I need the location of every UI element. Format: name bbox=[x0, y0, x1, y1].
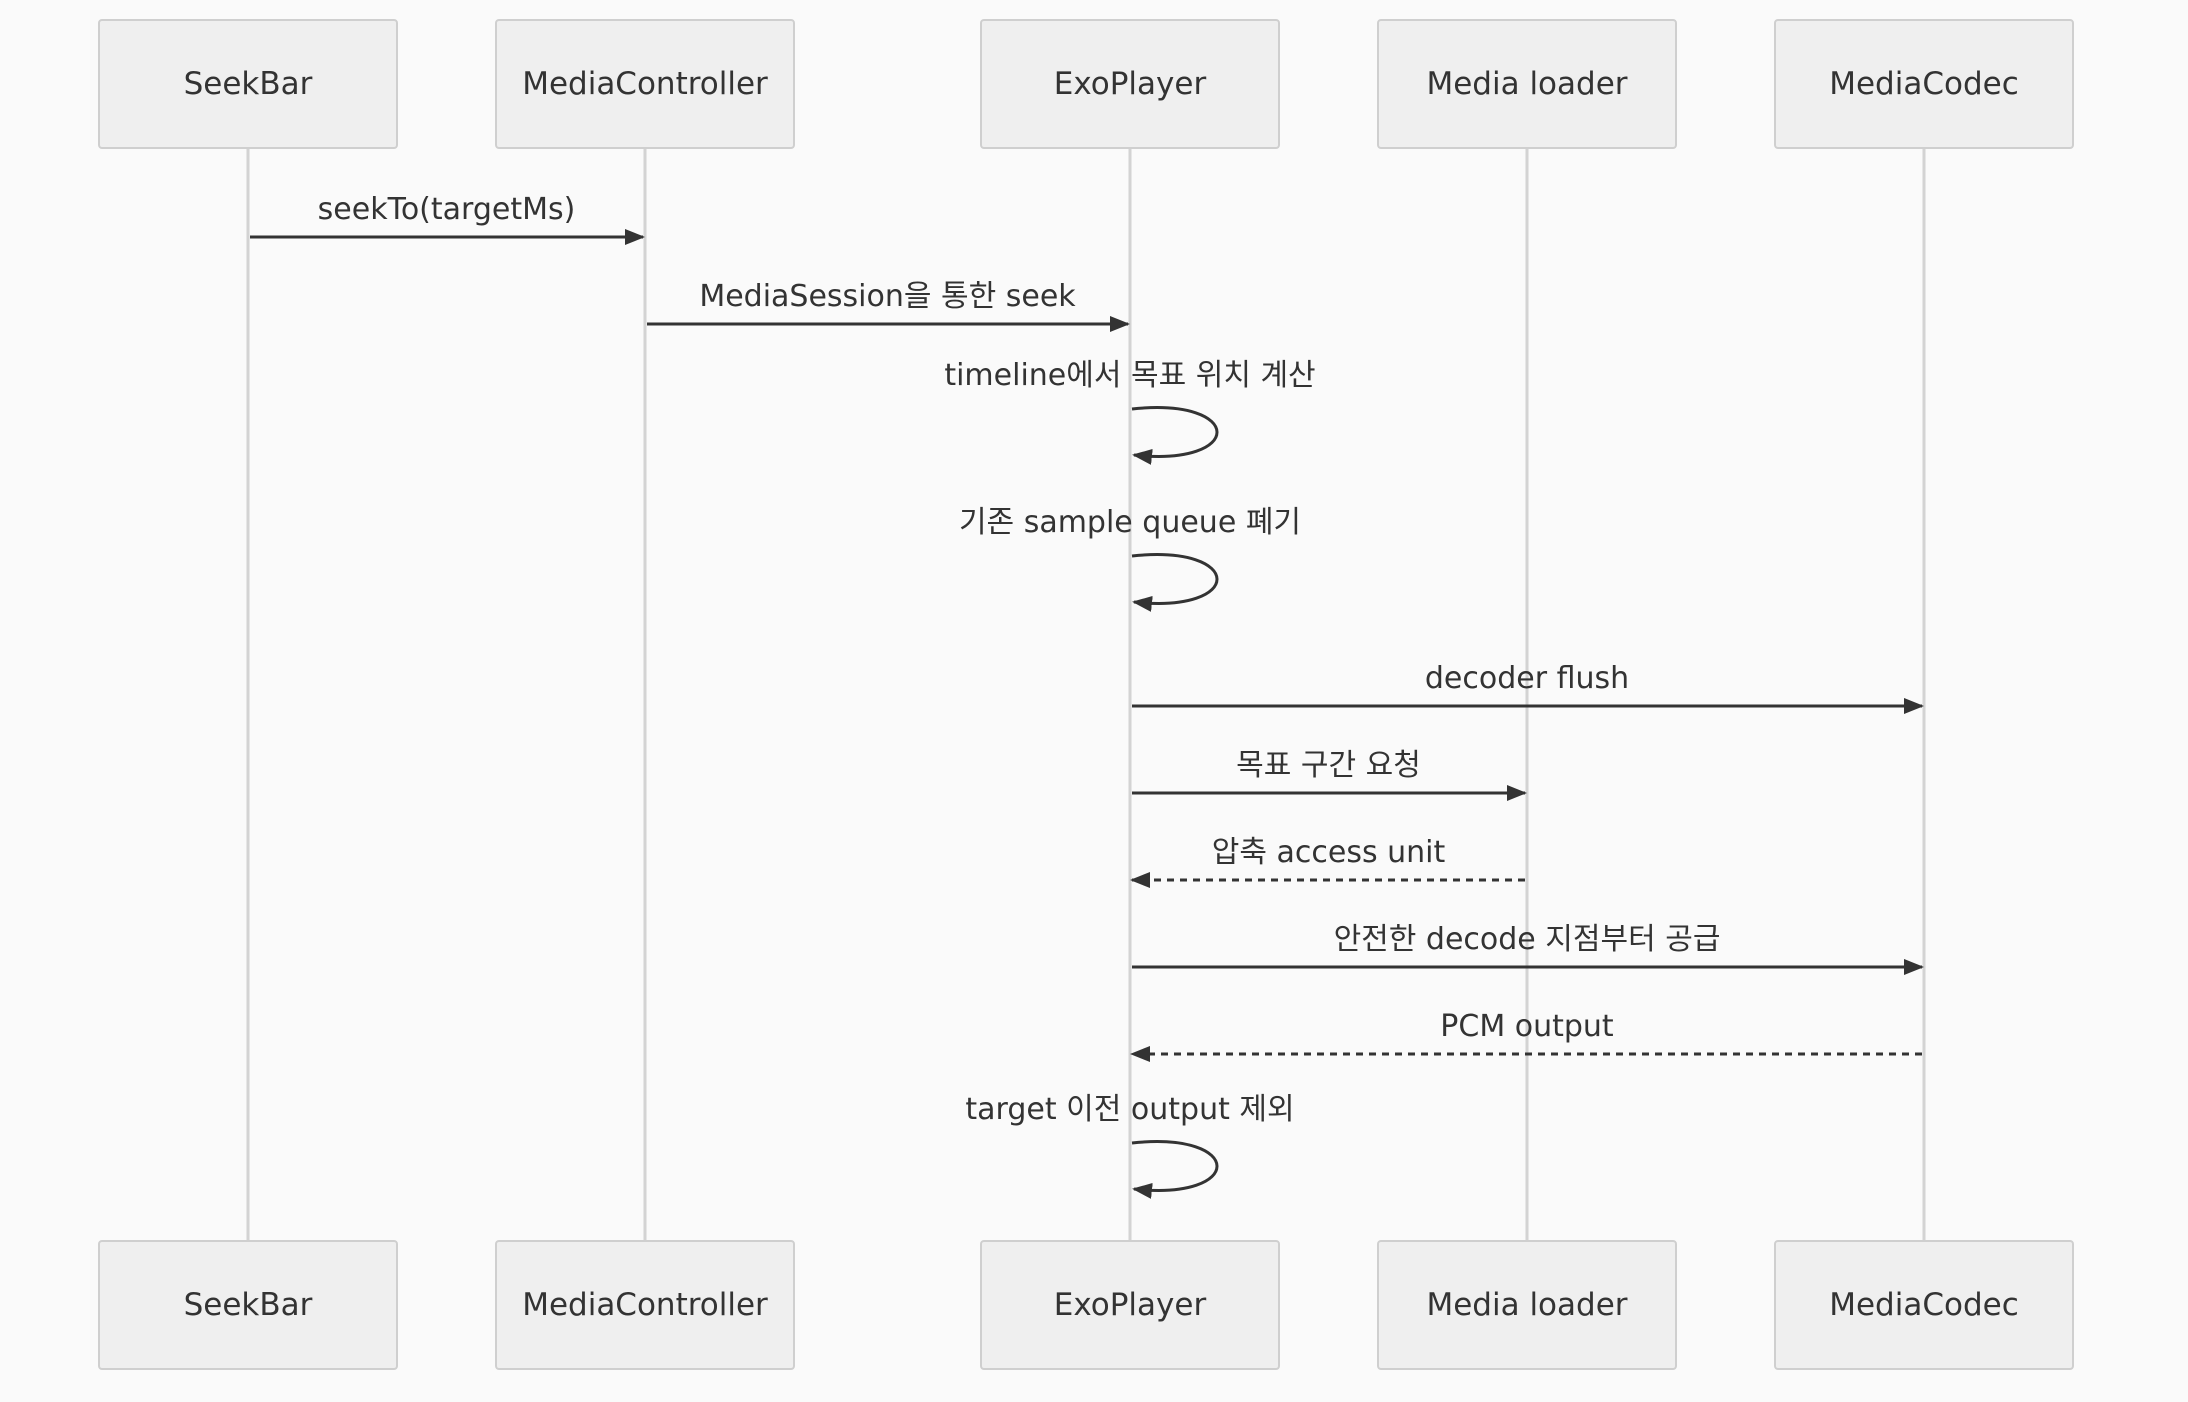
actor-seekbar-bottom: SeekBar bbox=[98, 1240, 398, 1370]
actor-label: MediaCodec bbox=[1829, 1287, 2019, 1323]
self-message-arrow bbox=[1131, 406, 1219, 465]
messages: seekTo(targetMs) MediaSession을 통한 seek tim… bbox=[250, 192, 1924, 1199]
self-message-arrow bbox=[1131, 553, 1219, 612]
actor-label: MediaController bbox=[522, 1287, 768, 1323]
message-2: MediaSession을 통한 seek bbox=[647, 279, 1130, 332]
actor-box bbox=[1377, 1240, 1677, 1370]
actor-box bbox=[495, 1240, 795, 1370]
actor-exoplayer-top: ExoPlayer bbox=[980, 19, 1280, 149]
actor-seekbar-top: SeekBar bbox=[98, 19, 398, 149]
actor-box bbox=[980, 19, 1280, 149]
message-label: target 이전 output 제외 bbox=[965, 1092, 1294, 1127]
message-4: 기존 sample queue 폐기 bbox=[959, 505, 1301, 612]
message-label: 목표 구간 요청 bbox=[1236, 748, 1421, 783]
actor-label: MediaCodec bbox=[1829, 66, 2019, 102]
message-label: decoder flush bbox=[1425, 661, 1629, 696]
actor-label: ExoPlayer bbox=[1054, 66, 1207, 102]
actor-box bbox=[1377, 19, 1677, 149]
message-5: decoder flush bbox=[1132, 661, 1924, 714]
message-label: 기존 sample queue 폐기 bbox=[959, 505, 1301, 540]
actor-label: SeekBar bbox=[184, 1287, 313, 1323]
message-3: timeline에서 목표 위치 계산 bbox=[944, 358, 1316, 465]
message-6: 목표 구간 요청 bbox=[1132, 748, 1527, 801]
message-8: 안전한 decode 지점부터 공급 bbox=[1132, 922, 1924, 975]
message-label: 안전한 decode 지점부터 공급 bbox=[1334, 922, 1721, 957]
actor-label: Media loader bbox=[1426, 66, 1627, 102]
message-9: PCM output bbox=[1130, 1009, 1922, 1062]
actors-top: SeekBar MediaController ExoPlayer Media loa… bbox=[98, 19, 2074, 149]
actor-box bbox=[98, 19, 398, 149]
actors-bottom: SeekBar MediaController ExoPlayer Media loa… bbox=[98, 1240, 2074, 1370]
message-label: MediaSession을 통한 seek bbox=[699, 279, 1076, 314]
actor-controller-bottom: MediaController bbox=[495, 1240, 795, 1370]
actor-label: Media loader bbox=[1426, 1287, 1627, 1323]
message-10: target 이전 output 제외 bbox=[965, 1092, 1295, 1199]
actor-box bbox=[495, 19, 795, 149]
actor-box bbox=[1774, 19, 2074, 149]
actor-exoplayer-bottom: ExoPlayer bbox=[980, 1240, 1280, 1370]
actor-box bbox=[1774, 1240, 2074, 1370]
message-1: seekTo(targetMs) bbox=[250, 192, 645, 245]
actor-label: ExoPlayer bbox=[1054, 1287, 1207, 1323]
actor-codec-bottom: MediaCodec bbox=[1774, 1240, 2074, 1370]
lifelines bbox=[246, 148, 1926, 1241]
actor-label: SeekBar bbox=[184, 66, 313, 102]
actor-box bbox=[98, 1240, 398, 1370]
actor-loader-top: Media loader bbox=[1377, 19, 1677, 149]
message-label: PCM output bbox=[1440, 1009, 1614, 1044]
actor-loader-bottom: Media loader bbox=[1377, 1240, 1677, 1370]
self-message-arrow bbox=[1131, 1140, 1219, 1199]
actor-controller-top: MediaController bbox=[495, 19, 795, 149]
actor-codec-top: MediaCodec bbox=[1774, 19, 2074, 149]
message-label: 압축 access unit bbox=[1212, 835, 1446, 870]
message-label: seekTo(targetMs) bbox=[318, 192, 576, 227]
actor-label: MediaController bbox=[522, 66, 768, 102]
message-7: 압축 access unit bbox=[1130, 835, 1525, 888]
actor-box bbox=[980, 1240, 1280, 1370]
message-label: timeline에서 목표 위치 계산 bbox=[944, 358, 1315, 393]
